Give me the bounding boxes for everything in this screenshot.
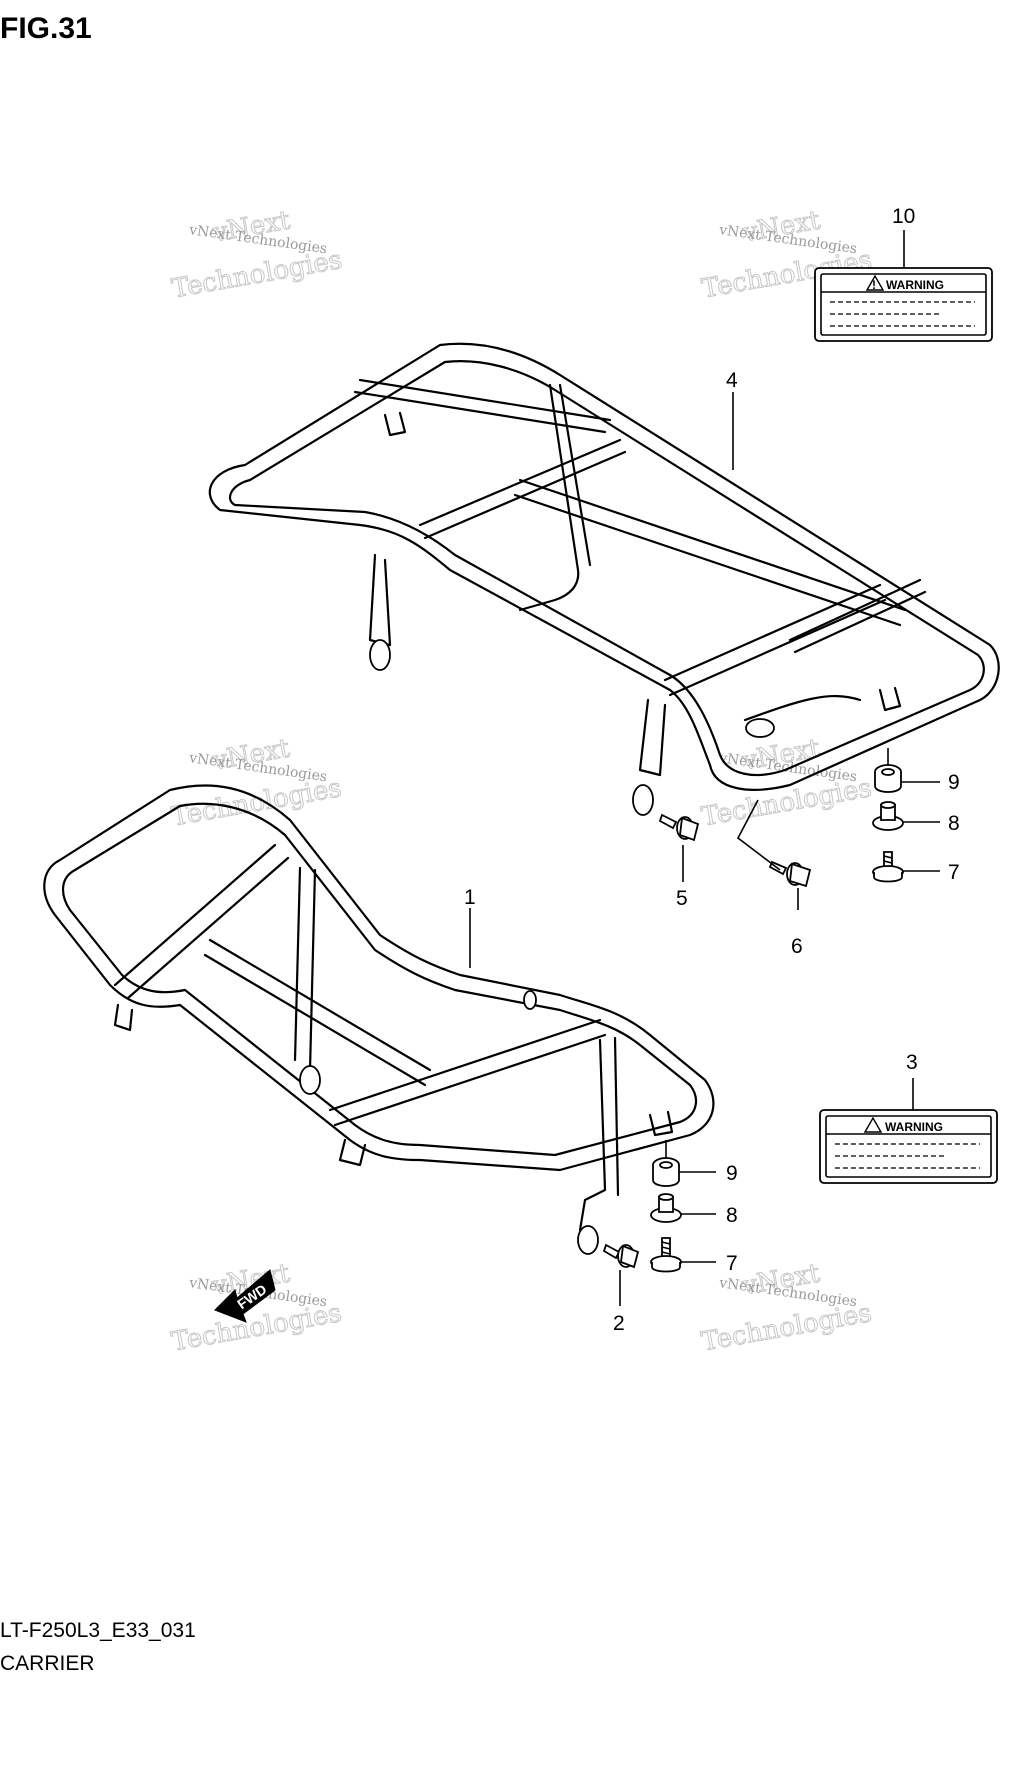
- callout-2: 2: [613, 1312, 625, 1335]
- front-carrier-part-1: [43, 784, 715, 1255]
- rear-carrier-part-4: [208, 342, 1000, 816]
- callout-7-top: 7: [948, 861, 960, 884]
- model-code: LT-F250L3_E33_031: [0, 1619, 196, 1642]
- warning-label-text: WARNING: [886, 278, 944, 292]
- section-name: CARRIER: [0, 1652, 95, 1675]
- figure-title: FIG.31: [0, 12, 92, 45]
- warning-label-part-3: WARNING: [819, 1109, 998, 1184]
- callout-4: 4: [726, 369, 738, 392]
- callout-9-bottom: 9: [726, 1162, 738, 1185]
- cushion-part-9-bottom: [652, 1157, 680, 1187]
- bolt-part-6: [768, 860, 812, 888]
- callout-8-bottom: 8: [726, 1204, 738, 1227]
- callout-9-top: 9: [948, 771, 960, 794]
- warning-label-text: WARNING: [885, 1120, 943, 1134]
- callout-1: 1: [464, 886, 476, 909]
- collar-part-8-bottom: [650, 1193, 682, 1223]
- warning-triangle-icon: [863, 1116, 883, 1133]
- callout-6: 6: [791, 935, 803, 958]
- callout-3: 3: [906, 1051, 918, 1074]
- callout-7-bottom: 7: [726, 1252, 738, 1275]
- warning-label-part-10: ! WARNING: [814, 267, 993, 342]
- callout-8-top: 8: [948, 812, 960, 835]
- callout-10: 10: [892, 205, 915, 228]
- bolt-part-5: [658, 813, 700, 842]
- forward-arrow-icon: [214, 1269, 276, 1323]
- collar-part-8-top: [872, 801, 904, 831]
- warning-triangle-icon: [865, 274, 885, 291]
- cushion-part-9-top: [874, 764, 902, 793]
- bolt-part-7-top: [872, 851, 904, 883]
- svg-text:!: !: [872, 278, 876, 292]
- bolt-part-7-bottom: [650, 1237, 682, 1273]
- leader-lines: [469, 230, 940, 1306]
- bolt-part-2: [602, 1243, 640, 1269]
- callout-5: 5: [676, 887, 688, 910]
